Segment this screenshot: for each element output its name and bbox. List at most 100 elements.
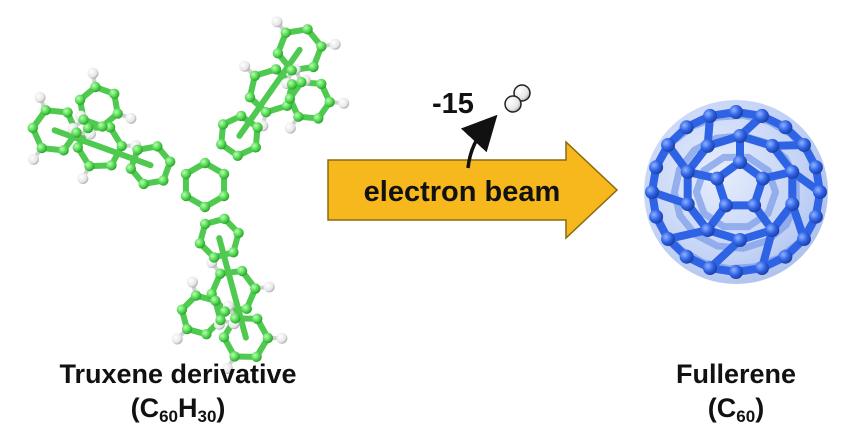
carbon-atom xyxy=(176,304,188,315)
carbon-atom xyxy=(293,111,304,122)
dihydrogen-molecule-icon xyxy=(504,84,531,113)
carbon-atom xyxy=(733,233,747,247)
hydrogen-atom xyxy=(87,67,99,79)
product-caption: Fullerene (C60) xyxy=(636,357,836,425)
carbon-atom xyxy=(262,332,274,344)
reaction-arrow: electron beam xyxy=(327,140,619,240)
carbon-atom xyxy=(765,138,780,153)
carbon-atom xyxy=(233,227,244,239)
carbon-atom xyxy=(229,351,240,362)
carbon-atom xyxy=(228,247,239,258)
carbon-atom xyxy=(661,137,676,152)
carbon-atom xyxy=(308,61,319,73)
product-name: Fullerene xyxy=(675,359,797,389)
carbon-atom xyxy=(244,92,256,103)
carbon-atom xyxy=(241,303,252,315)
carbon-atom xyxy=(232,150,243,161)
carbon-atom xyxy=(250,283,261,294)
carbon-atom xyxy=(180,168,192,180)
carbon-atom xyxy=(104,122,116,133)
carbon-atom xyxy=(649,209,664,224)
carbon-atom xyxy=(703,108,718,123)
carbon-atom xyxy=(84,160,95,172)
carbon-atom xyxy=(703,261,718,276)
byproduct-release-arrow xyxy=(460,114,498,169)
carbon-atom xyxy=(82,122,94,134)
carbon-atom xyxy=(97,121,108,132)
carbon-atom xyxy=(250,142,261,153)
carbon-atom xyxy=(808,160,823,175)
carbon-atom xyxy=(813,185,827,199)
carbon-atom xyxy=(286,65,297,76)
carbon-atom xyxy=(280,27,291,38)
carbon-atom xyxy=(785,197,800,212)
carbon-atom xyxy=(71,127,82,138)
carbon-atom xyxy=(251,351,262,363)
carbon-atom xyxy=(218,332,230,343)
carbon-atom xyxy=(219,213,230,225)
carbon-atom xyxy=(302,24,313,35)
carbon-atom xyxy=(180,190,192,202)
carbon-atom xyxy=(230,313,241,324)
carbon-atom xyxy=(324,96,335,108)
carbon-atom xyxy=(194,238,206,249)
carbon-atom xyxy=(74,94,86,106)
hydrogen-atom xyxy=(263,281,275,293)
carbon-atom xyxy=(729,105,743,119)
hydrogen-atom xyxy=(338,97,350,109)
carbon-atom xyxy=(112,108,123,119)
carbon-atom xyxy=(252,122,263,133)
carbon-atom xyxy=(679,249,694,264)
hydrogen-atom xyxy=(271,16,283,28)
product-formula: (C60) xyxy=(707,393,765,426)
carbon-atom xyxy=(755,171,770,186)
carbon-atom xyxy=(215,268,226,279)
hydrogen-atom xyxy=(171,333,183,345)
carbon-atom xyxy=(260,107,272,118)
carbon-atom xyxy=(152,141,163,152)
carbon-atom xyxy=(747,198,762,213)
carbon-atom xyxy=(765,223,780,238)
carbon-atom xyxy=(733,129,747,143)
carbon-atom xyxy=(710,171,725,186)
carbon-atom xyxy=(72,142,83,153)
carbon-atom xyxy=(272,48,284,59)
hydrogen-atom xyxy=(284,122,296,134)
carbon-atom xyxy=(90,81,101,93)
hydrogen-atom xyxy=(276,332,288,344)
carbon-atom xyxy=(284,93,296,104)
carbon-atom xyxy=(785,164,800,179)
carbon-atom xyxy=(138,178,149,190)
reactant-formula: (C60H30) xyxy=(130,393,226,426)
carbon-atom xyxy=(36,142,47,154)
carbon-atom xyxy=(808,209,823,224)
carbon-atom xyxy=(210,295,221,306)
carbon-atom xyxy=(754,108,769,123)
fullerene-molecule-model xyxy=(644,100,828,284)
carbon-atom xyxy=(215,314,226,326)
carbon-atom xyxy=(58,145,69,156)
carbon-atom xyxy=(62,107,73,118)
carbon-atom xyxy=(296,76,307,88)
hydrogen-atom xyxy=(329,38,341,50)
carbon-atom xyxy=(219,306,231,317)
reactant-caption: Truxene derivative (C60H30) xyxy=(18,357,338,425)
carbon-atom xyxy=(158,175,169,186)
carbon-atom xyxy=(199,157,211,169)
carbon-atom xyxy=(796,232,811,247)
carbon-atom xyxy=(754,261,769,276)
carbon-atom xyxy=(680,164,695,179)
carbon-atom xyxy=(316,78,327,90)
hydrogen-atom xyxy=(34,91,46,103)
carbon-atom xyxy=(680,197,695,212)
carbon-atom xyxy=(316,41,327,52)
carbon-atom xyxy=(700,223,715,238)
carbon-atom xyxy=(199,201,211,213)
hydrogen-atom xyxy=(27,153,39,165)
hydrogen-atom xyxy=(239,60,251,72)
carbon-atom xyxy=(645,185,659,199)
carbon-atom xyxy=(733,155,747,169)
carbon-atom xyxy=(679,120,694,135)
byproduct-count: -15 xyxy=(432,88,474,120)
